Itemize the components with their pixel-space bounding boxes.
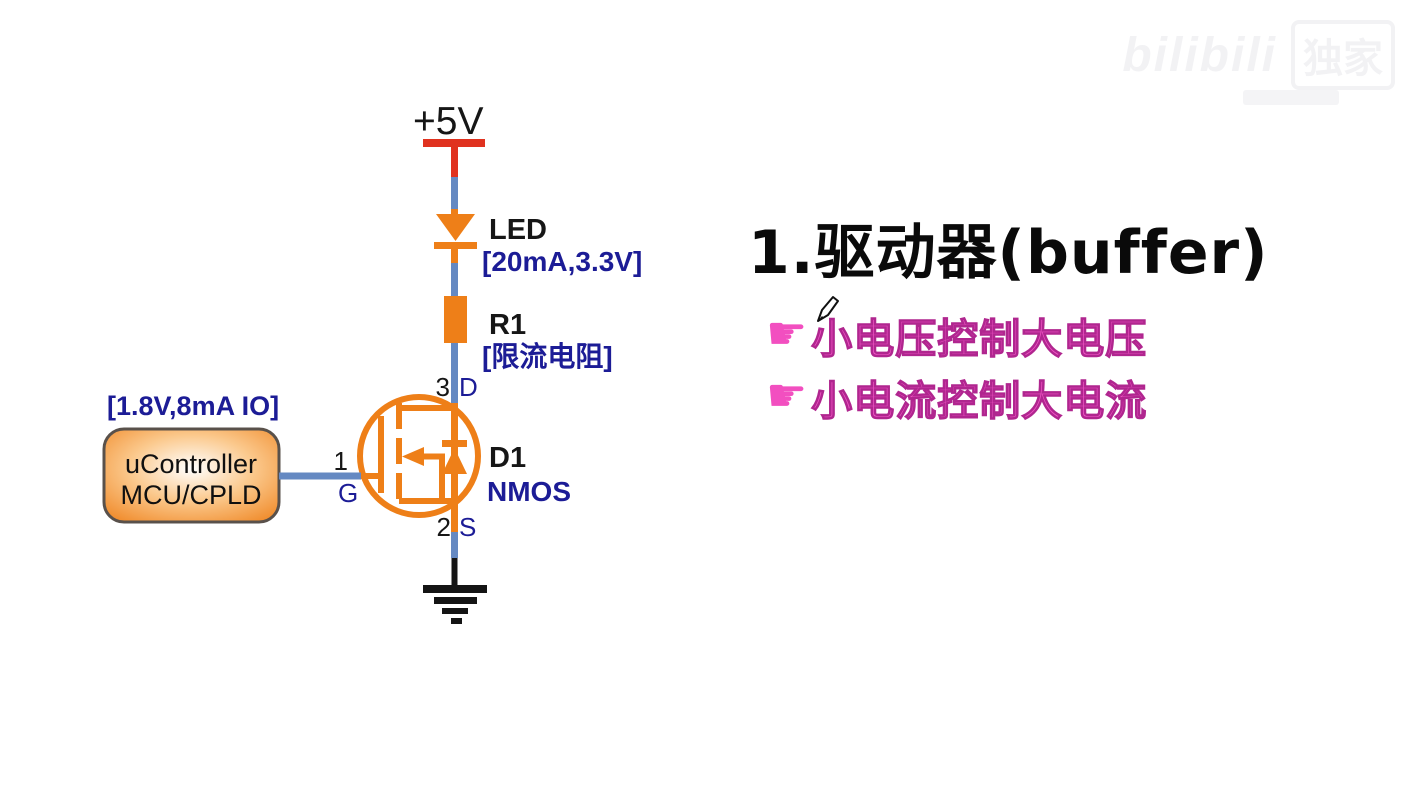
- wire-segment: [451, 209, 458, 215]
- mcu-line2: MCU/CPLD: [120, 480, 261, 510]
- ground-bar: [451, 618, 462, 624]
- nmos-symbol: [357, 394, 481, 532]
- led-lead: [451, 249, 458, 263]
- wire-segment: [451, 177, 458, 209]
- transistor-body-circle: [357, 394, 481, 518]
- ground-bar: [423, 585, 487, 593]
- circuit-diagram: +5V: [102, 100, 642, 624]
- body-diode: [442, 440, 467, 474]
- led-cathode-bar: [434, 242, 477, 249]
- slide-title: 1.驱动器(buffer): [748, 218, 1269, 288]
- pin-gate-number: 1: [334, 446, 348, 476]
- resistor-spec: [限流电阻]: [482, 341, 613, 372]
- led-anode-triangle: [436, 214, 475, 241]
- watermark-badge: 独家: [1291, 20, 1395, 90]
- wire-segment: [451, 263, 458, 296]
- gate-wire: [279, 472, 361, 480]
- pin-drain-letter: D: [459, 372, 478, 402]
- led-name: LED: [489, 214, 547, 246]
- led-symbol: [434, 214, 477, 263]
- watermark-subline: [1243, 90, 1339, 105]
- resistor-symbol: [444, 296, 467, 343]
- wire-segment: [451, 558, 458, 587]
- power-rail-bar: [423, 139, 485, 147]
- pointing-hand-icon: ☛: [766, 369, 808, 421]
- led-spec: [20mA,3.3V]: [482, 246, 642, 277]
- power-rail-label: +5V: [413, 100, 483, 143]
- pin-drain-number: 3: [436, 372, 450, 402]
- bilibili-watermark: bilibili 独家: [1122, 20, 1395, 90]
- power-rail: +5V: [413, 100, 485, 177]
- pin-gate-letter: G: [338, 478, 358, 508]
- mosfet-type: NMOS: [487, 476, 571, 507]
- bulk-source-link: [424, 453, 445, 501]
- pin-source-letter: S: [459, 512, 476, 542]
- resistor-name: R1: [489, 309, 526, 341]
- ground-bar: [442, 608, 468, 614]
- pen-cursor-icon: [817, 296, 839, 322]
- pointing-hand-icon: ☛: [766, 307, 808, 359]
- bulk-arrow: [402, 447, 424, 466]
- diode-cathode-bar: [442, 440, 467, 447]
- bullet-text: 小电压控制大电压: [811, 315, 1148, 362]
- bullet-item: ☛ 小电流控制大电流: [766, 367, 1147, 427]
- pin-source-number: 2: [437, 512, 451, 542]
- bullet-item: ☛ 小电压控制大电压: [766, 305, 1147, 365]
- ground-symbol: [423, 585, 487, 624]
- ground-bar: [434, 597, 477, 604]
- mcu-line1: uController: [125, 449, 257, 479]
- mcu-io-spec: [1.8V,8mA IO]: [107, 391, 279, 421]
- wire-segment: [451, 343, 458, 403]
- bullet-text: 小电流控制大电流: [811, 377, 1148, 424]
- diode-triangle: [442, 448, 467, 474]
- mosfet-name: D1: [489, 442, 526, 474]
- mcu-block: [1.8V,8mA IO] uController MCU/CPLD: [102, 391, 281, 524]
- wire-segment: [451, 532, 458, 558]
- bilibili-logo: bilibili: [1122, 28, 1277, 82]
- power-rail-stub: [451, 147, 458, 177]
